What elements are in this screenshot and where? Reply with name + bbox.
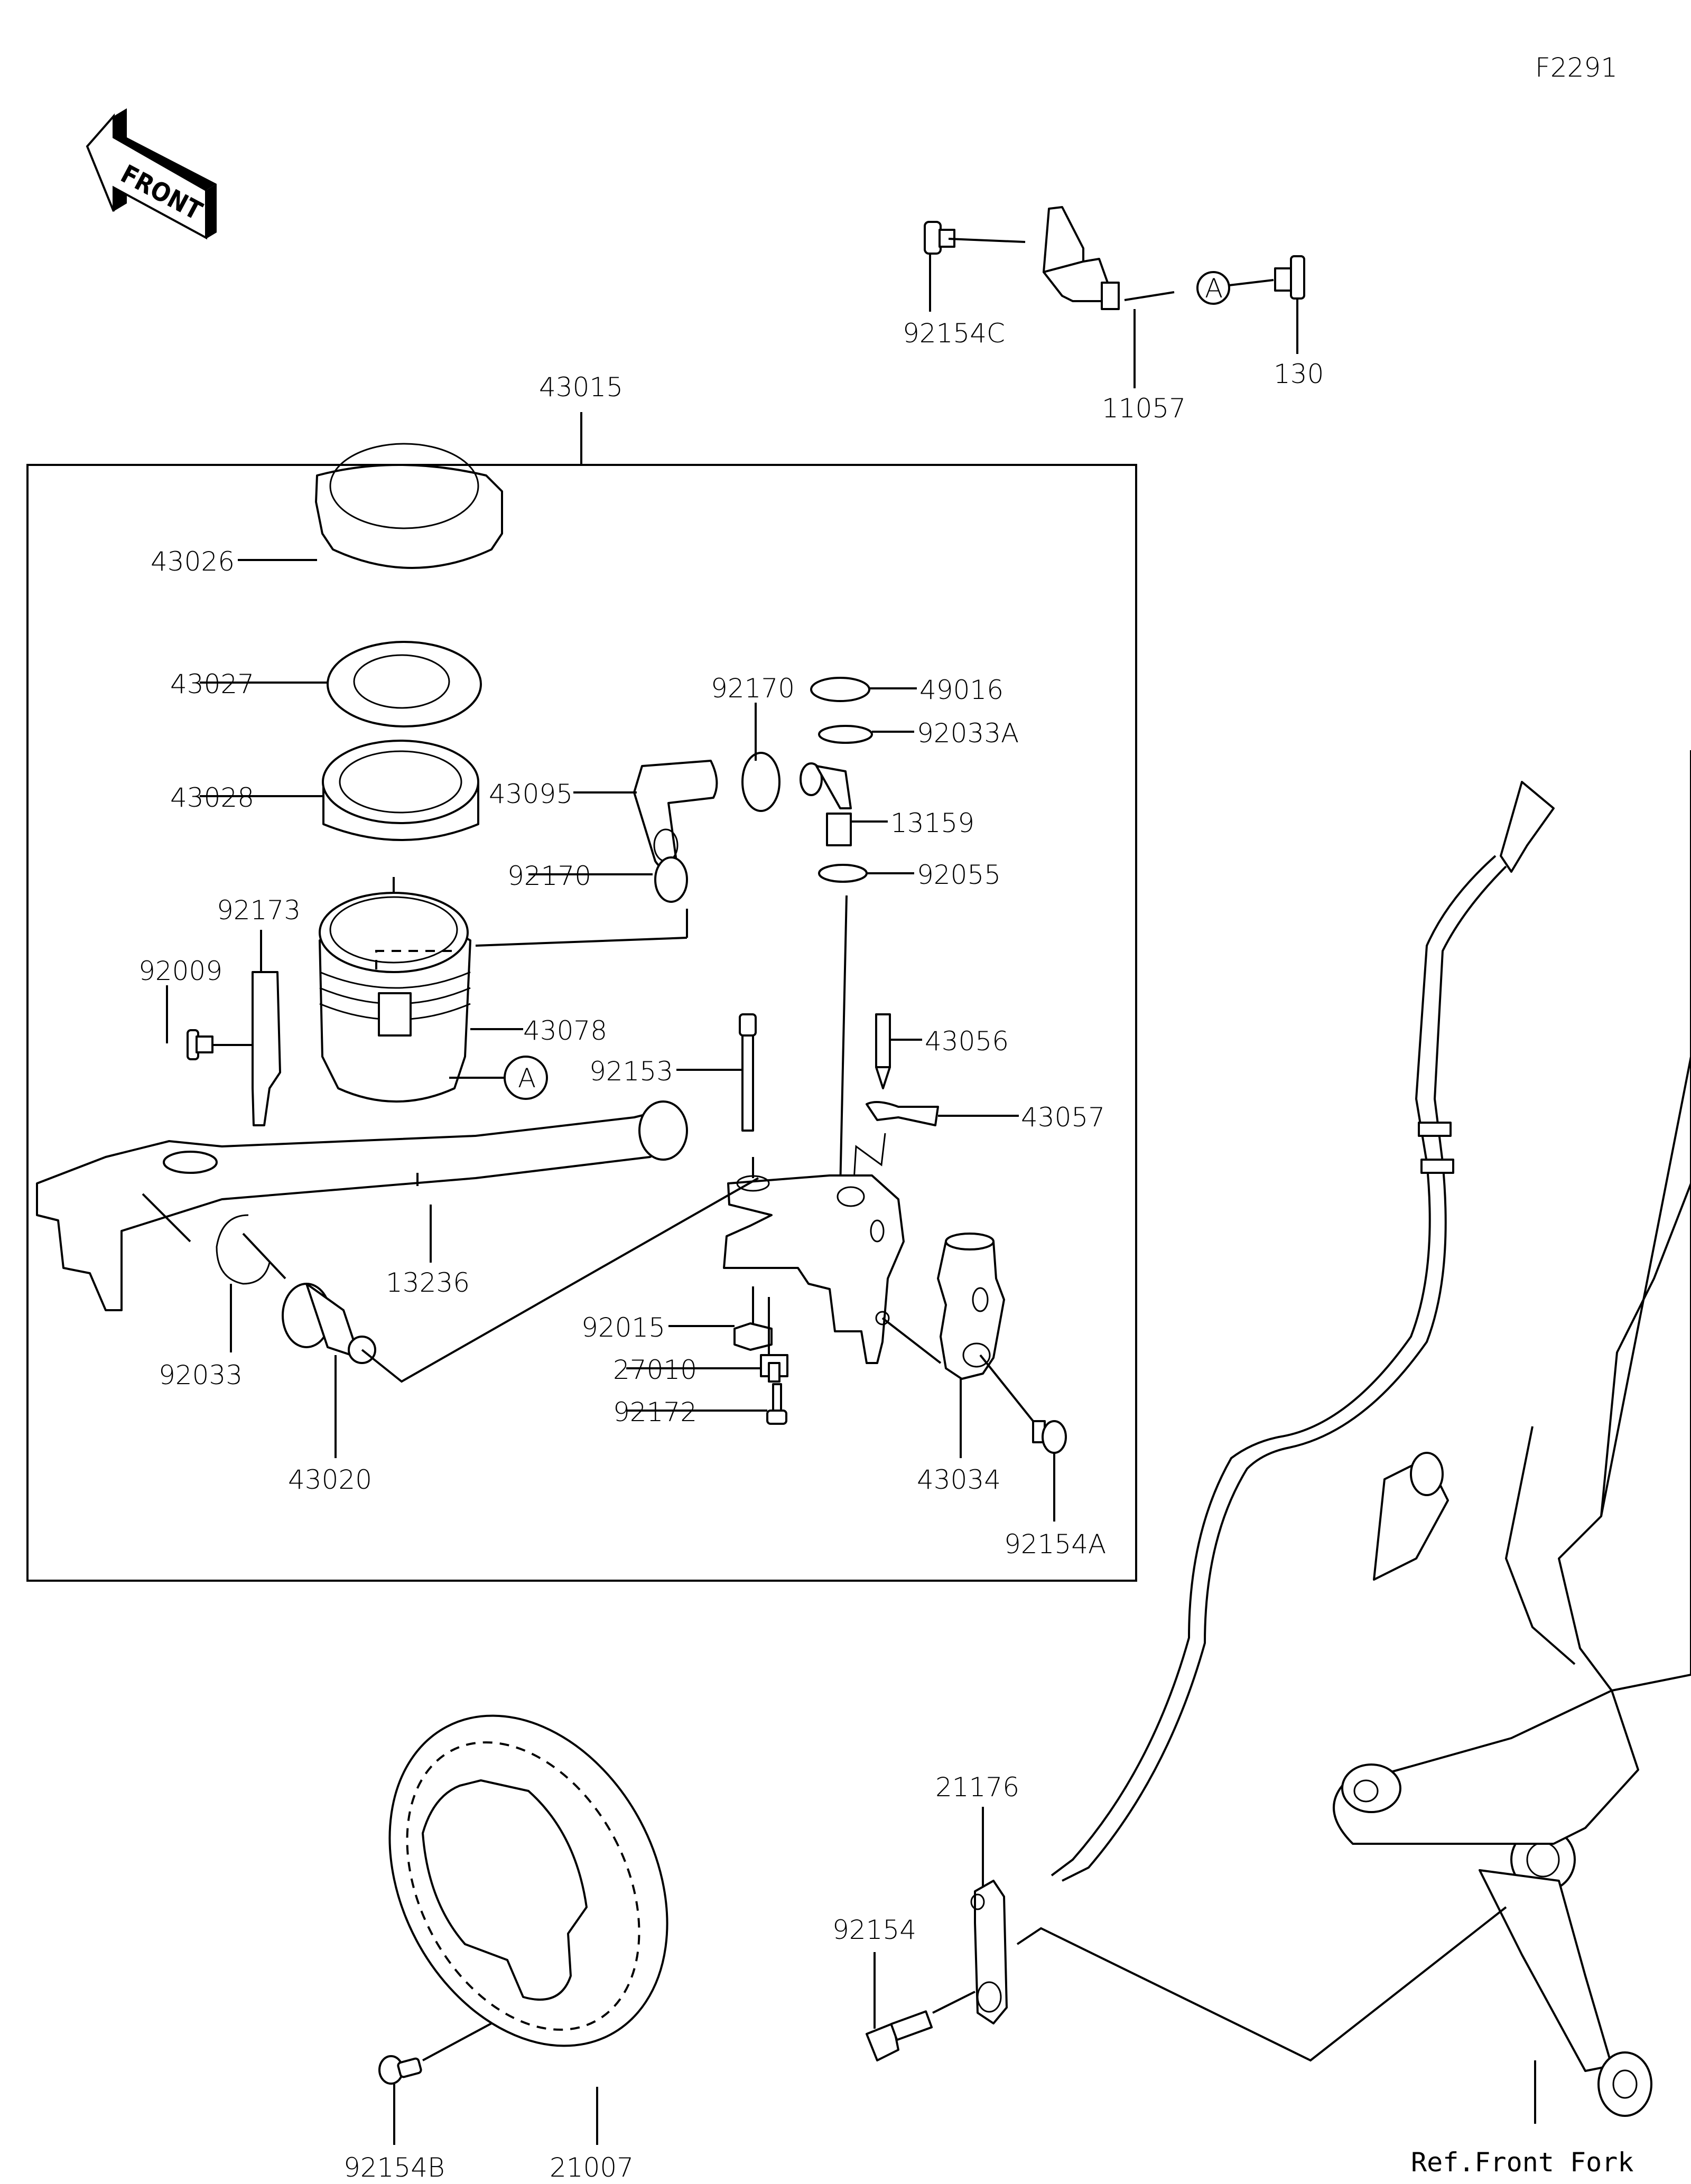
- part-43020[interactable]: 43020: [282, 1177, 759, 1495]
- part-92172[interactable]: 92172: [613, 1383, 787, 1427]
- part-49016[interactable]: 49016: [810, 675, 1004, 705]
- part-43057[interactable]: 43057: [852, 1101, 1105, 1189]
- part-43026[interactable]: 43026: [151, 443, 503, 577]
- part-92173[interactable]: 92173: [217, 895, 301, 1126]
- diagram-id: F2291: [1535, 52, 1618, 83]
- part-92015[interactable]: 92015: [581, 1286, 773, 1351]
- part-43027[interactable]: 43027: [170, 641, 482, 727]
- label-92154: 92154: [832, 1915, 916, 1945]
- svg-text:A: A: [518, 1063, 536, 1094]
- part-92033A[interactable]: 92033A: [818, 718, 1019, 749]
- label-92170-lower: 92170: [507, 861, 591, 891]
- part-21176[interactable]: 21176: [935, 1772, 1507, 2062]
- part-43028[interactable]: 43028: [170, 740, 479, 841]
- part-11057[interactable]: 11057: [1043, 206, 1186, 424]
- label-43034: 43034: [917, 1464, 1001, 1495]
- label-43028: 43028: [170, 782, 254, 813]
- reference-label: Ref.Front Fork: [1411, 2147, 1633, 2178]
- label-13159: 13159: [890, 808, 974, 838]
- svg-text:A: A: [1205, 273, 1223, 304]
- label-43020: 43020: [288, 1464, 372, 1495]
- label-92173: 92173: [217, 895, 301, 926]
- part-92154C[interactable]: 92154C: [903, 221, 1026, 349]
- front-arrow-icon: FRONT: [86, 108, 217, 240]
- label-49016: 49016: [919, 675, 1004, 705]
- label-92033A: 92033A: [917, 718, 1019, 749]
- label-92154B: 92154B: [343, 2152, 445, 2183]
- part-43034[interactable]: 43034: [881, 1233, 1034, 1495]
- label-43095: 43095: [489, 779, 573, 809]
- label-92009: 92009: [138, 956, 222, 986]
- part-27010[interactable]: 27010: [613, 1297, 788, 1385]
- label-92033: 92033: [159, 1360, 243, 1390]
- part-92154A[interactable]: 92154A: [1004, 1420, 1106, 1560]
- part-13236[interactable]: 13236: [36, 1100, 688, 1311]
- label-92154C: 92154C: [903, 318, 1005, 349]
- part-130[interactable]: 130: [1274, 255, 1324, 389]
- part-92055[interactable]: 92055: [818, 860, 1001, 1189]
- part-92153[interactable]: 92153: [589, 1013, 757, 1178]
- label-43027: 43027: [170, 669, 254, 699]
- part-13159[interactable]: 13159: [800, 762, 974, 846]
- part-43056[interactable]: 43056: [875, 1013, 1009, 1089]
- part-92170-upper[interactable]: 92170: [711, 673, 795, 812]
- connector-marker-A-top: A: [1196, 271, 1274, 305]
- label-43057: 43057: [1021, 1102, 1105, 1133]
- assembly-label: 43015: [539, 372, 623, 403]
- label-21007: 21007: [550, 2152, 634, 2183]
- label-92153: 92153: [589, 1056, 673, 1087]
- connector-marker-A-reservoir: A: [449, 1056, 548, 1100]
- label-13236: 13236: [386, 1267, 470, 1298]
- part-92154[interactable]: 92154: [832, 1915, 975, 2061]
- master-cylinder-body: [723, 1174, 905, 1364]
- label-92015: 92015: [581, 1312, 665, 1343]
- label-43056: 43056: [925, 1026, 1009, 1057]
- assembly-frame: [26, 464, 1137, 1582]
- part-92170-lower[interactable]: 92170: [507, 856, 688, 903]
- label-43078: 43078: [523, 1015, 607, 1046]
- label-21176: 21176: [935, 1772, 1019, 1803]
- abs-sensor-wire: [1051, 781, 1555, 1882]
- label-27010: 27010: [613, 1355, 697, 1385]
- label-92170-upper: 92170: [711, 673, 795, 704]
- label-92172: 92172: [613, 1397, 697, 1427]
- label-92154A: 92154A: [1004, 1529, 1106, 1560]
- label-130: 130: [1274, 359, 1324, 389]
- part-92009[interactable]: 92009: [138, 956, 253, 1060]
- front-fork-reference: Ref.Front Fork: [1333, 750, 1691, 2178]
- label-11057: 11057: [1102, 393, 1186, 424]
- label-92055: 92055: [917, 860, 1001, 890]
- label-43026: 43026: [151, 546, 235, 577]
- part-21007[interactable]: 21007: [335, 1667, 722, 2183]
- part-92033[interactable]: 92033: [159, 1214, 286, 1390]
- part-92154B[interactable]: 92154B: [343, 2022, 492, 2183]
- part-43078[interactable]: 43078: [319, 892, 688, 1103]
- part-43095[interactable]: 43095: [489, 760, 718, 870]
